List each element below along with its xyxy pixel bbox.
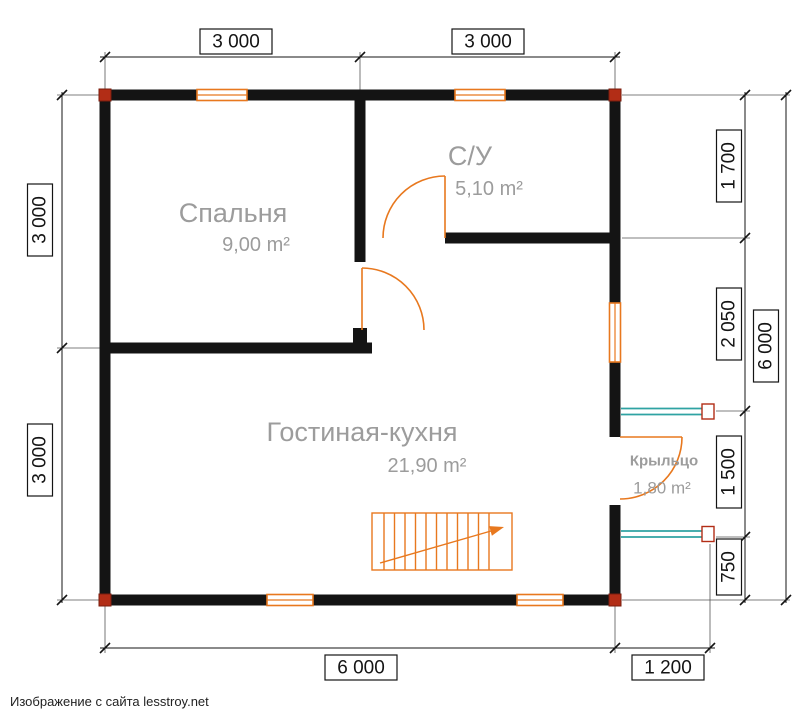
room-labels: Спальня 9,00 m² С/У 5,10 m² Гостиная-кух… bbox=[179, 141, 698, 498]
source-caption: Изображение с сайта lesstroy.net bbox=[10, 694, 209, 709]
dim-left-lower: 3 000 bbox=[30, 436, 51, 484]
bathroom-name: С/У bbox=[448, 141, 493, 171]
bedroom-door-icon bbox=[361, 267, 425, 331]
bathroom-door-icon bbox=[382, 175, 446, 239]
porch-structure bbox=[621, 403, 715, 543]
porch-post-top bbox=[701, 403, 715, 420]
interior-walls bbox=[103, 92, 617, 354]
dim-right-3: 1 500 bbox=[719, 448, 740, 496]
bedroom-name: Спальня bbox=[179, 198, 288, 228]
dim-bottom-main: 6 000 bbox=[337, 658, 385, 679]
door-symbols bbox=[361, 175, 683, 500]
porch-area: 1,80 m² bbox=[633, 479, 691, 498]
corner-markers bbox=[98, 88, 622, 607]
dim-top-left: 3 000 bbox=[212, 32, 260, 53]
porch-post-bottom bbox=[701, 525, 715, 543]
bathroom-area: 5,10 m² bbox=[455, 178, 523, 200]
porch-door-icon bbox=[619, 436, 683, 500]
window-top-right-icon bbox=[454, 88, 506, 102]
dimension-ticks bbox=[56, 51, 792, 654]
window-symbols bbox=[196, 88, 622, 607]
dim-right-total: 6 000 bbox=[756, 322, 777, 370]
living-name: Гостиная-кухня bbox=[267, 417, 458, 447]
dim-bottom-porch: 1 200 bbox=[644, 658, 692, 679]
living-area: 21,90 m² bbox=[388, 455, 467, 477]
window-top-left-icon bbox=[196, 88, 248, 102]
dim-right-4: 750 bbox=[719, 551, 740, 583]
porch-name: Крыльцо bbox=[630, 453, 698, 470]
window-right-icon bbox=[608, 302, 622, 363]
extension-lines bbox=[57, 52, 790, 653]
corner-marker-top-left bbox=[98, 88, 112, 102]
dim-left-upper: 3 000 bbox=[30, 196, 51, 244]
corner-marker-top-right bbox=[608, 88, 622, 102]
dim-top-right: 3 000 bbox=[464, 32, 512, 53]
window-bottom-left-icon bbox=[266, 593, 314, 607]
bedroom-area: 9,00 m² bbox=[222, 234, 290, 256]
dim-right-1: 1 700 bbox=[719, 142, 740, 190]
dimension-labels: 3 000 3 000 3 000 3 000 1 700 2 050 1 50… bbox=[26, 28, 780, 681]
corner-marker-bottom-left bbox=[98, 593, 112, 607]
corner-marker-bottom-right bbox=[608, 593, 622, 607]
stairs-icon bbox=[371, 512, 513, 571]
dim-right-2: 2 050 bbox=[719, 300, 740, 348]
window-bottom-right-icon bbox=[516, 593, 564, 607]
